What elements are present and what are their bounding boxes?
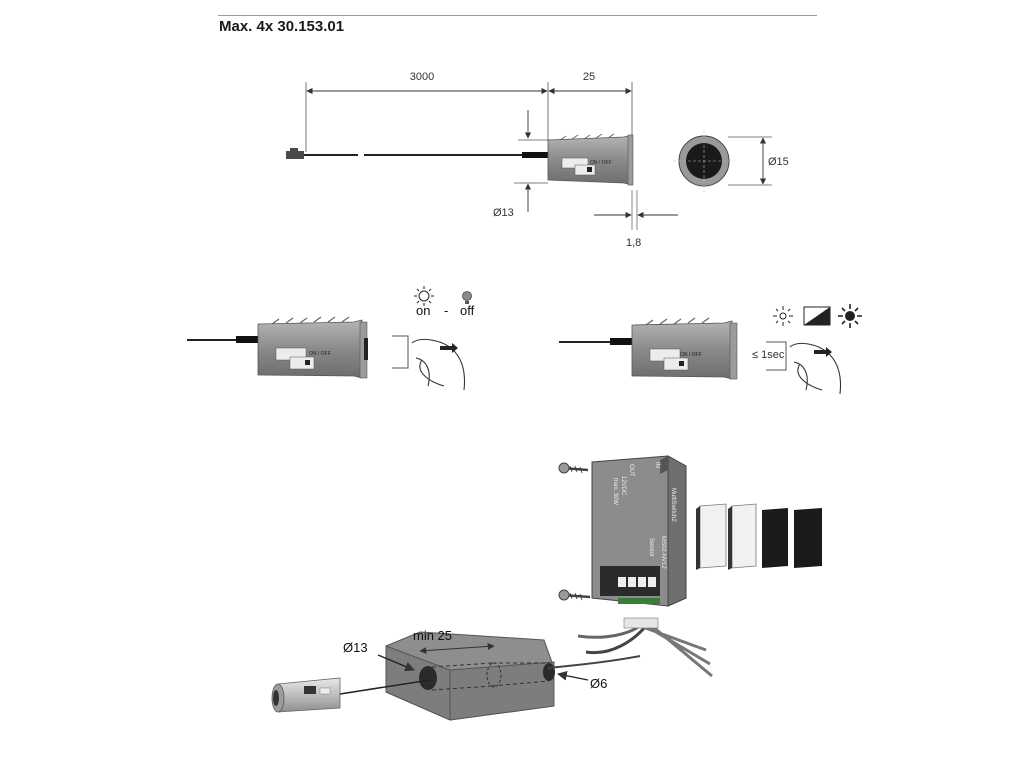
controller-out-label: OUT — [628, 464, 634, 477]
finger-touch-area — [766, 341, 787, 371]
bezel-diameter-label: Ø15 — [768, 156, 789, 168]
controller-model: MS02-NV12 — [660, 536, 666, 569]
cable-length-label: 3000 — [410, 71, 434, 83]
press-duration-label: ≤ 1sec — [752, 349, 785, 361]
top-divider — [218, 15, 817, 16]
dimmer-mode-illustration: ON / OFF ≤ 1sec — [559, 304, 862, 395]
controller-power: max. 30W — [612, 478, 618, 505]
light-on-icon — [414, 286, 434, 306]
screw-icon — [558, 462, 589, 474]
installation-diagram: min 25 Ø13 Ø6 — [271, 628, 641, 721]
body-diameter-label: Ø13 — [493, 207, 514, 219]
dimension-drawing: 3000 25 ON / OFF Ø13 1,8 — [286, 71, 789, 249]
cable-hole-label: Ø6 — [590, 676, 607, 691]
finger-touch-area — [392, 335, 409, 369]
switch-label: ON / OFF — [590, 160, 612, 166]
sensor-installed-view — [271, 677, 431, 713]
min-depth-label: min 25 — [413, 628, 452, 643]
dimmer-ramp-icon — [803, 306, 831, 326]
controller-in-label: IN — [654, 462, 660, 468]
light-bright-icon — [838, 304, 862, 328]
sensor-front-view — [673, 130, 735, 192]
controller-voltage: 12VDC — [620, 476, 626, 496]
page-title: Max. 4x 30.153.01 — [219, 18, 345, 35]
switch-label: ON / OFF — [309, 351, 331, 357]
hole-diameter-label: Ø13 — [343, 640, 368, 655]
adhesive-pads — [696, 503, 822, 570]
separator-label: - — [444, 303, 448, 318]
bezel-thickness-label: 1,8 — [626, 237, 641, 249]
body-length-label: 25 — [583, 71, 595, 83]
controller-brand: MultiSwitch2 — [670, 488, 676, 522]
switch-label: ON / OFF — [680, 352, 702, 358]
screw-icon — [558, 589, 591, 601]
off-label: off — [460, 303, 475, 318]
connector-plug — [286, 151, 304, 159]
light-dim-icon — [773, 306, 793, 326]
controller-sensor-label: Sensor — [648, 538, 654, 557]
on-off-mode-illustration: ON / OFF on - off — [187, 286, 475, 391]
light-off-icon — [462, 291, 472, 304]
sensor-side-view: ON / OFF — [547, 133, 634, 186]
controller-unit: MultiSwitch2 MS02-NV12 12VDC max. 30W IN… — [558, 455, 822, 678]
on-label: on — [416, 303, 430, 318]
